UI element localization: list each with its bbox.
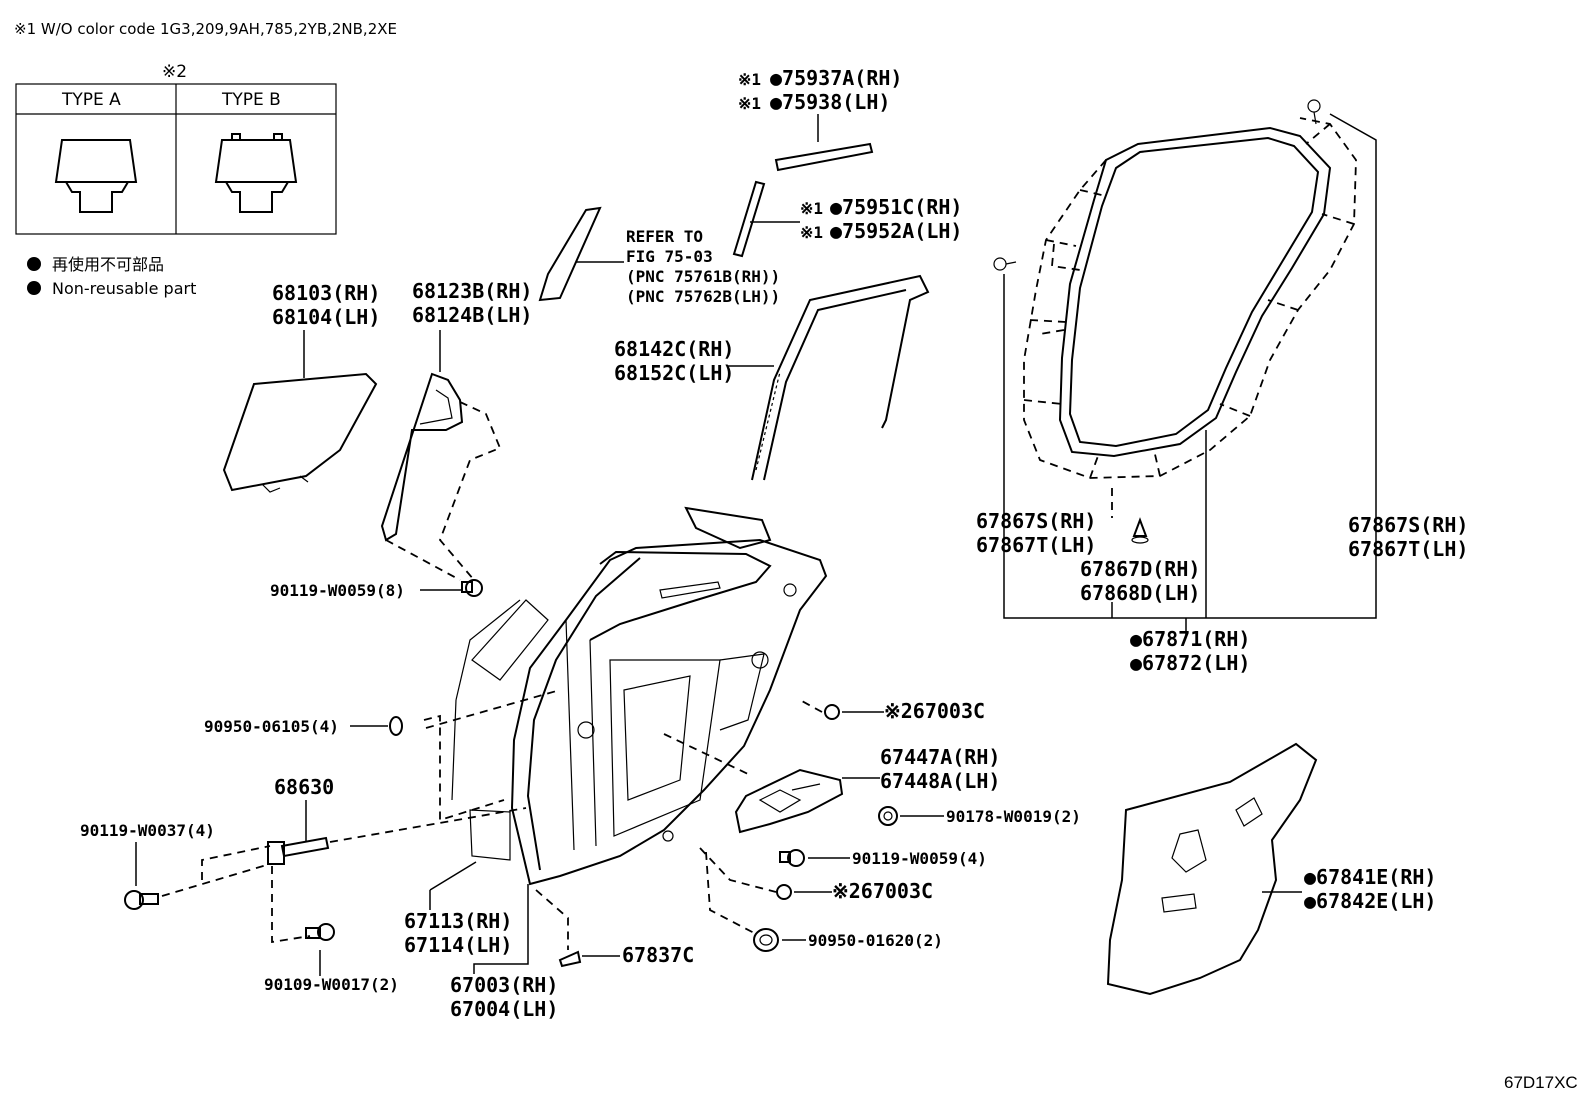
label-75951c: ●75951C(RH) — [830, 195, 962, 219]
garnish-part — [538, 206, 602, 302]
clip-67837c-icon — [558, 950, 582, 968]
label-90950-06105: 90950-06105(4) — [204, 717, 339, 736]
label-75938: ●75938(LH) — [770, 90, 890, 114]
label-67871: ●67871(RH) — [1130, 627, 1250, 651]
type-table-ref: ※2 — [162, 62, 187, 82]
label-68152c: 68152C(LH) — [614, 361, 734, 385]
hole-plug-icon — [753, 928, 779, 952]
label-67867d: 67867D(RH) — [1080, 557, 1200, 581]
non-reusable-dot-icon — [27, 281, 41, 295]
check-arm-part — [734, 768, 844, 834]
label-67867t-left: 67867T(LH) — [976, 533, 1096, 557]
label-75952a: ●75952A(LH) — [830, 219, 962, 243]
clip-67003c-icon — [824, 704, 840, 720]
clip-67003c-icon — [776, 884, 792, 900]
label-67114: 67114(LH) — [404, 933, 512, 957]
label-68123b: 68123B(RH) — [412, 279, 532, 303]
refer-line1: REFER TO — [626, 227, 703, 246]
moulding-75937a-part — [774, 142, 874, 172]
label-67842e: ●67842E(LH) — [1304, 889, 1436, 913]
run-channel-part — [751, 274, 930, 481]
label-67867t-right: 67867T(LH) — [1348, 537, 1468, 561]
clip-type-a-icon — [54, 139, 138, 213]
label-68630: 68630 — [274, 775, 334, 799]
door-weatherstrip-part — [993, 99, 1357, 544]
clip-type-b-icon — [214, 133, 298, 213]
legend: 再使用不可部品 Non-reusable part — [27, 255, 196, 298]
refer-line2: FIG 75-03 — [626, 247, 713, 266]
label-67003c-upper: ※267003C — [884, 699, 985, 723]
door-panel-part — [451, 506, 828, 886]
label-90119-37: 90119-W0037(4) — [80, 821, 215, 840]
door-glass-part — [222, 372, 378, 492]
label-67113: 67113(RH) — [404, 909, 512, 933]
label-67447a: 67447A(RH) — [880, 745, 1000, 769]
label-90119-8: 90119-W0059(8) — [270, 581, 405, 600]
label-67003: 67003(RH) — [450, 973, 558, 997]
legend-jp: 再使用不可部品 — [52, 255, 164, 274]
label-67003c-lower: ※267003C — [832, 879, 933, 903]
label-67867s-right: 67867S(RH) — [1348, 513, 1468, 537]
label-67872: ●67872(LH) — [1130, 651, 1250, 675]
refer-line3: (PNC 75761B(RH)) — [626, 267, 780, 286]
door-check-part — [267, 836, 330, 865]
refer-line4: (PNC 75762B(LH)) — [626, 287, 780, 306]
label-67841e: ●67841E(RH) — [1304, 865, 1436, 889]
bolt-icon — [779, 849, 805, 867]
label-67868d: 67868D(LH) — [1080, 581, 1200, 605]
label-68104: 68104(LH) — [272, 305, 380, 329]
label-90119-4: 90119-W0059(4) — [852, 849, 987, 868]
label-68142c: 68142C(RH) — [614, 337, 734, 361]
label-68103: 68103(RH) — [272, 281, 380, 305]
mark1-label: ※1 — [738, 70, 761, 89]
label-67004: 67004(LH) — [450, 997, 558, 1021]
service-hole-cover-part — [1106, 742, 1318, 996]
label-90178: 90178-W0019(2) — [946, 807, 1081, 826]
quarter-glass-part — [380, 372, 502, 581]
legend-en: Non-reusable part — [52, 279, 196, 298]
label-68124b: 68124B(LH) — [412, 303, 532, 327]
mark1-label: ※1 — [800, 199, 823, 218]
type-a-header: TYPE A — [61, 90, 121, 110]
figure-code: 67D17XC — [1504, 1073, 1578, 1092]
bolt-icon — [305, 923, 335, 941]
type-b-header: TYPE B — [221, 90, 281, 110]
label-90950-01620: 90950-01620(2) — [808, 931, 943, 950]
nut-icon — [878, 806, 898, 826]
bolt-icon — [124, 890, 159, 910]
header-note: ※1 W/O color code 1G3,209,9AH,785,2YB,2N… — [14, 20, 397, 38]
bolt-icon — [461, 579, 483, 597]
label-67867s-left: 67867S(RH) — [976, 509, 1096, 533]
type-table: ※2 TYPE A TYPE B — [15, 62, 337, 235]
mark1-label: ※1 — [800, 223, 823, 242]
moulding-75951c-part — [732, 180, 766, 258]
mark1-label: ※1 — [738, 94, 761, 113]
label-67448a: 67448A(LH) — [880, 769, 1000, 793]
non-reusable-dot-icon — [27, 257, 41, 271]
hole-plug-icon — [389, 716, 403, 736]
label-75937a: ●75937A(RH) — [770, 66, 902, 90]
label-90109: 90109-W0017(2) — [264, 975, 399, 994]
label-67837c: 67837C — [622, 943, 694, 967]
